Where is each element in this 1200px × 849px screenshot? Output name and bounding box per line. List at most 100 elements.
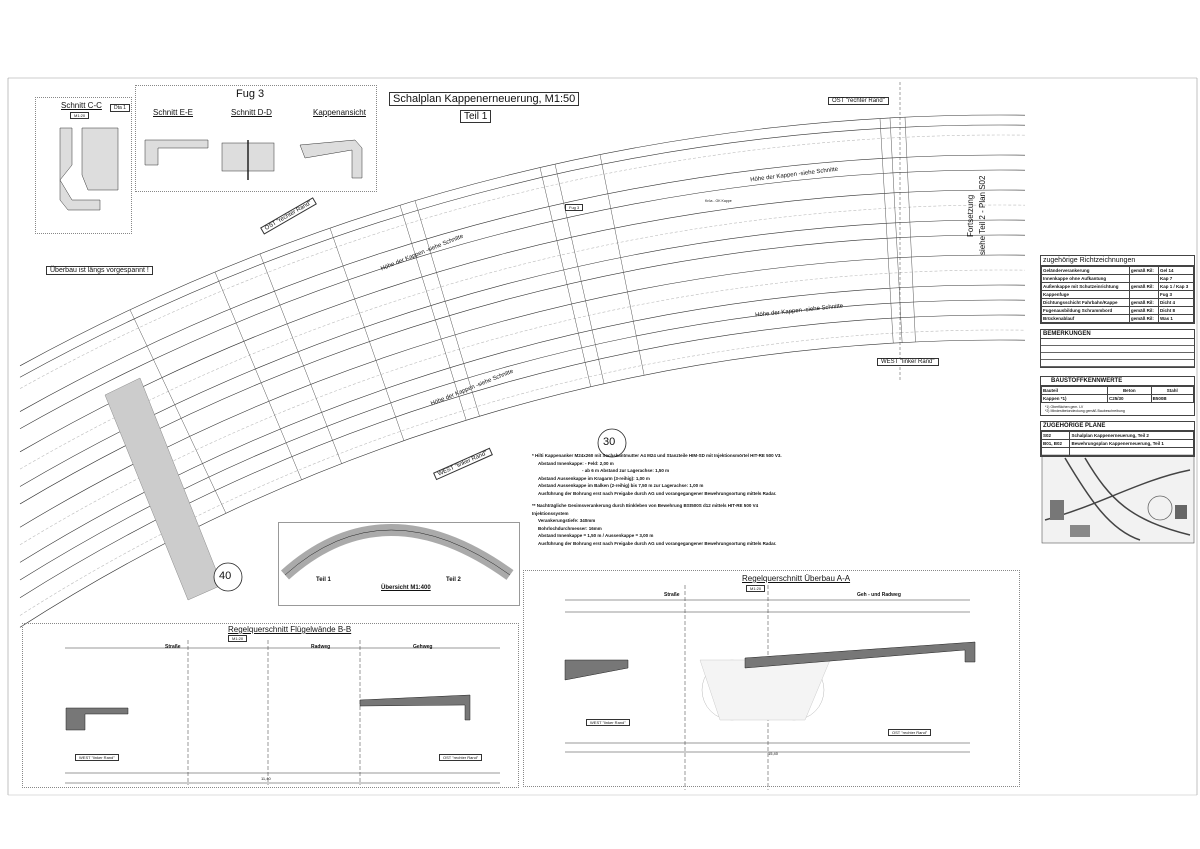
standards-cell: [1128, 274, 1159, 283]
lane-walk-bike: Geh - und Radweg: [857, 592, 901, 598]
standards-cell: Kappenfuge: [1041, 290, 1130, 299]
standards-cell: gemäß Ril:: [1128, 266, 1159, 275]
fug3-title: Fug 3: [236, 88, 265, 100]
standards-cell: Dichtungsschicht Fahrbahn/Kappe: [1041, 298, 1130, 307]
plan-radial-line: [259, 253, 342, 464]
fug3-section-dd: Schnitt D-D: [231, 108, 272, 117]
section-cc-title: Schnitt C-C: [61, 101, 102, 110]
standards-cell: [1128, 290, 1159, 299]
materials-concrete: C25/30: [1107, 394, 1152, 403]
plan-desc: Bewehrungsplan Kappenerneuerung, Teil 1: [1069, 439, 1194, 448]
west-edge-label: WEST "linker Rand": [877, 358, 939, 366]
overview-teil1: Teil 1: [316, 577, 331, 583]
section-aa-scale: M1:20: [746, 585, 766, 592]
remarks-section: BEMERKUNGEN: [1040, 329, 1195, 368]
fug3-panel: Fug 3 Schnitt E-E Schnitt D-D Kappenansi…: [135, 85, 377, 192]
plan-radial-line: [129, 309, 227, 514]
standards-cell: Innenkappe ohne Aufkantung: [1041, 274, 1130, 283]
note-line: Bohrlochdurchmesser: 16mm: [538, 525, 602, 531]
lane-street: Straße: [664, 592, 680, 598]
plan-arc: [19, 339, 1026, 628]
continuation-line1: Fortsetzung: [966, 194, 975, 237]
standards-cell: gemäß Ril:: [1128, 314, 1159, 323]
note-line: - ab 6 m Abstand zur Lagerachse: 1,50 m: [582, 468, 670, 473]
plan-arc: [19, 219, 1026, 487]
plan-no: B01, B02: [1040, 439, 1071, 448]
axis-30-marker: [597, 428, 627, 458]
plan-arc: [19, 154, 1026, 412]
materials-col-steel: Stahl: [1150, 386, 1195, 395]
plan-radial-line: [539, 167, 591, 387]
materials-title: BAUSTOFFKENNWERTE: [1041, 377, 1194, 386]
east-label: OST "rechter Rand": [439, 754, 483, 761]
section-bb-panel: Regelquerschnitt Flügelwände B-B M1:20 S…: [22, 623, 519, 788]
continuation-line2: siehe Teil 2 - Plan S02: [978, 175, 987, 255]
fug-tag: Fug 3: [565, 204, 584, 211]
plan-radial-line: [329, 228, 405, 441]
anchor-notes: * Hilti Kappenanker M24x260 mit Sechskan…: [532, 452, 782, 547]
materials-col-concrete: Beton: [1107, 386, 1152, 395]
fug3-section-ee: Schnitt E-E: [153, 108, 194, 117]
section-bb-title: Regelquerschnitt Flügelwände B-B: [228, 625, 352, 634]
lane-walk: Gehweg: [413, 644, 433, 650]
axis-40-label: 40: [219, 570, 232, 582]
plans-title: ZUGEHÖRIGE PLÄNE: [1041, 422, 1194, 431]
standards-cell: Kap 7: [1157, 274, 1195, 283]
plan-arc: [19, 114, 1026, 367]
standards-row: Innenkappe ohne Aufkantung Kap 7: [1041, 274, 1195, 283]
note-line: Abstand Innenkappe = 1,50 m / Aussenkapp…: [538, 533, 654, 538]
plan-no: S02: [1040, 431, 1071, 440]
plan-arc: [19, 314, 1026, 598]
materials-note-1: *1) Oberflächen gem. LV: [1045, 405, 1084, 409]
section-bb-scale: M1:20: [228, 635, 248, 642]
total-width: 11,40: [261, 776, 271, 781]
standards-cell: gemäß Ril:: [1128, 306, 1159, 315]
total-width: 15,40: [768, 751, 779, 756]
standards-cell: Gel 14: [1157, 266, 1195, 275]
standards-cell: Geländerverankerung: [1041, 266, 1130, 275]
section-cc-panel: Schnitt C-C M1:20 Dta 1: [35, 97, 132, 234]
note-line: Verankerungstiefe: 340mm: [538, 518, 596, 523]
standards-cell: Kap 1 / Kap 3: [1157, 282, 1195, 291]
plan-radial-line: [214, 271, 302, 480]
standards-cell: Fugenausbildung Schrammbord: [1041, 306, 1130, 315]
plan-title: Schalplan Kappenerneuerung, M1:50: [389, 92, 580, 106]
kappe-ok-label: Kröa - OK Kappe: [705, 199, 732, 203]
remarks-title: BEMERKUNGEN: [1041, 330, 1194, 339]
section-cc-scale: M1:20: [70, 112, 90, 119]
overview-teil2: Teil 2: [446, 577, 461, 583]
section-aa-title: Regelquerschnitt Überbau A-A: [742, 574, 851, 583]
standards-cell: gemäß Ril:: [1128, 282, 1159, 291]
overview-title: Übersicht M1:400: [381, 585, 431, 591]
plan-radial-line: [399, 205, 467, 421]
standards-cell: Dicht 8: [1157, 306, 1195, 315]
overview-panel: Teil 1 Teil 2 Übersicht M1:400: [278, 522, 520, 606]
section-aa-panel: Regelquerschnitt Überbau A-A M1:20 Straß…: [523, 570, 1020, 787]
east-edge-label: OST "rechter Rand": [828, 97, 889, 105]
plan-arc: [19, 189, 1026, 453]
standards-cell: gemäß Ril:: [1128, 298, 1159, 307]
note-line: Abstand Innenkappe: - Feld: 2,00 m: [538, 460, 614, 466]
prestress-note: Überbau ist längs vorgespannt !: [46, 266, 153, 275]
standards-cell: Außenkappe mit Schutzeinrichtung: [1041, 282, 1130, 291]
plan-part: Teil 1: [460, 110, 492, 123]
plan-desc: Schalplan Kappenerneuerung, Teil 2: [1069, 431, 1194, 440]
plan-radial-line: [599, 154, 645, 376]
standards-section: zugehörige Richtzeichnungen Geländervera…: [1040, 255, 1195, 324]
plan-radial-line: [904, 117, 916, 342]
title-block: zugehörige Richtzeichnungen Geländervera…: [1040, 255, 1195, 462]
materials-note-2: *2) Mindestbetondeckung gemäß Baubeschre…: [1045, 409, 1125, 413]
plan-radial-line: [414, 200, 480, 417]
continuation-note: Fortsetzung siehe Teil 2 - Plan S02: [965, 176, 989, 255]
note-line: Abstand Aussenkappe im Balken (2-reihig)…: [538, 483, 704, 488]
note-line: * Hilti Kappenanker M24x260 mit Sechskan…: [532, 453, 782, 458]
